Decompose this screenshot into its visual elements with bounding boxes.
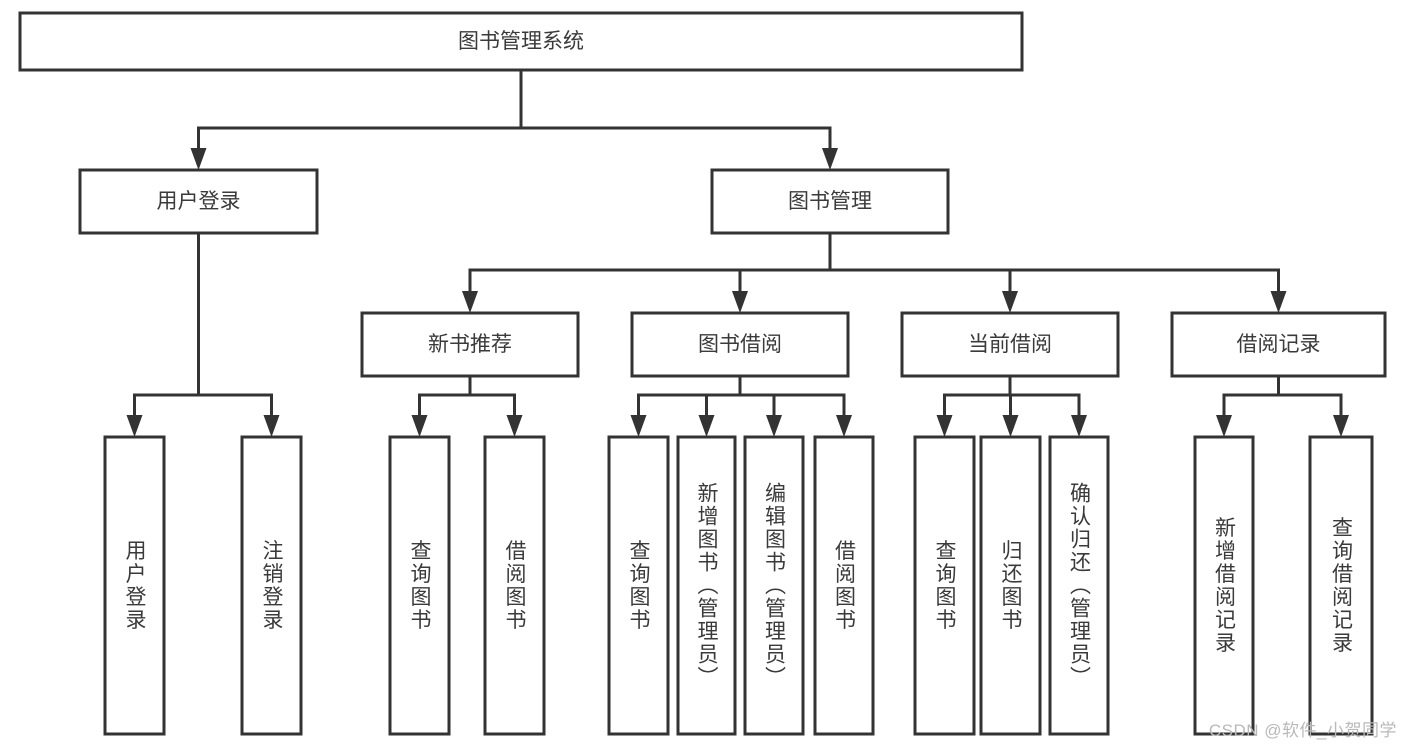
- node-label-leaf-return-book: 归还图书: [999, 540, 1023, 632]
- node-leaf-return-book[interactable]: 归还图书: [979, 435, 1042, 736]
- node-box-leaf-query-book-2: [607, 435, 670, 736]
- arrow-head-leaf-borrow-book-1: [506, 415, 523, 437]
- node-label-book-manage: 图书管理: [788, 190, 872, 213]
- arrow-head-current-borrow: [1002, 291, 1018, 313]
- node-box-current-borrow: [900, 311, 1120, 378]
- arrow-head-leaf-confirm-return: [1071, 415, 1087, 437]
- arrow-head-new-book-recommend: [462, 291, 478, 313]
- node-box-leaf-borrow-book-2: [813, 435, 875, 736]
- node-leaf-borrow-book-2[interactable]: 借阅图书: [813, 435, 875, 736]
- node-label-leaf-add-book: 新增图书（管理员）: [695, 482, 719, 689]
- node-label-new-book-recommend: 新书推荐: [428, 333, 512, 356]
- arrow-head-leaf-query-record: [1333, 415, 1349, 437]
- arrow-head-user-login: [190, 148, 207, 170]
- node-box-leaf-logout: [240, 435, 303, 736]
- arrow-head-leaf-user-login: [126, 415, 143, 437]
- node-box-leaf-query-book-3: [913, 435, 976, 736]
- node-label-root: 图书管理系统: [458, 30, 584, 53]
- node-box-leaf-query-book-1: [388, 435, 451, 736]
- node-leaf-query-book-1[interactable]: 查询图书: [388, 435, 451, 736]
- node-user-login[interactable]: 用户登录: [78, 168, 319, 235]
- arrow-head-borrow-record: [1270, 291, 1287, 313]
- arrow-head-leaf-query-book-2: [630, 415, 647, 437]
- arrow-head-book-borrow: [732, 291, 748, 313]
- arrow-head-leaf-add-book: [698, 415, 715, 437]
- node-current-borrow[interactable]: 当前借阅: [900, 311, 1120, 378]
- node-root[interactable]: 图书管理系统: [18, 11, 1024, 72]
- node-label-leaf-user-login: 用户登录: [123, 540, 147, 632]
- node-leaf-query-record[interactable]: 查询借阅记录: [1308, 435, 1374, 736]
- node-label-leaf-logout: 注销登录: [260, 540, 284, 632]
- node-borrow-record[interactable]: 借阅记录: [1170, 311, 1387, 378]
- node-box-leaf-edit-book: [743, 435, 805, 736]
- node-leaf-logout[interactable]: 注销登录: [240, 435, 303, 736]
- node-book-borrow[interactable]: 图书借阅: [630, 311, 850, 378]
- arrow-head-leaf-borrow-book-2: [836, 415, 852, 437]
- node-box-leaf-add-record: [1193, 435, 1255, 736]
- node-box-new-book-recommend: [360, 311, 580, 378]
- node-label-user-login: 用户登录: [157, 190, 241, 213]
- node-box-leaf-add-book: [676, 435, 737, 736]
- node-box-leaf-confirm-return: [1048, 435, 1110, 736]
- node-label-leaf-query-book-1: 查询图书: [408, 540, 432, 632]
- node-label-leaf-edit-book: 编辑图书（管理员）: [763, 482, 787, 689]
- node-label-leaf-query-book-3: 查询图书: [933, 540, 957, 632]
- node-leaf-add-record[interactable]: 新增借阅记录: [1193, 435, 1255, 736]
- node-leaf-user-login[interactable]: 用户登录: [103, 435, 166, 736]
- node-label-borrow-record: 借阅记录: [1237, 333, 1321, 356]
- arrow-head-leaf-logout: [263, 415, 280, 437]
- node-leaf-add-book[interactable]: 新增图书（管理员）: [676, 435, 737, 736]
- node-label-leaf-borrow-book-2: 借阅图书: [833, 540, 857, 632]
- node-box-root: [18, 11, 1024, 72]
- node-new-book-recommend[interactable]: 新书推荐: [360, 311, 580, 378]
- node-label-leaf-borrow-book-1: 借阅图书: [503, 540, 527, 632]
- arrow-head-leaf-edit-book: [766, 415, 782, 437]
- node-box-leaf-return-book: [979, 435, 1042, 736]
- node-box-leaf-user-login: [103, 435, 166, 736]
- node-leaf-edit-book[interactable]: 编辑图书（管理员）: [743, 435, 805, 736]
- node-leaf-borrow-book-1[interactable]: 借阅图书: [483, 435, 546, 736]
- arrow-head-leaf-query-book-1: [411, 415, 428, 437]
- node-leaf-confirm-return[interactable]: 确认归还（管理员）: [1048, 435, 1110, 736]
- node-leaf-query-book-2[interactable]: 查询图书: [607, 435, 670, 736]
- node-label-leaf-add-record: 新增借阅记录: [1213, 517, 1237, 655]
- node-box-book-manage: [710, 168, 950, 235]
- node-box-book-borrow: [630, 311, 850, 378]
- connector-layer: [126, 68, 1349, 437]
- arrow-head-leaf-query-book-3: [936, 415, 953, 437]
- arrow-head-leaf-return-book: [1002, 415, 1019, 437]
- node-box-leaf-query-record: [1308, 435, 1374, 736]
- node-box-leaf-borrow-book-1: [483, 435, 546, 736]
- node-label-current-borrow: 当前借阅: [968, 333, 1052, 356]
- node-layer: 图书管理系统用户登录图书管理新书推荐图书借阅当前借阅借阅记录用户登录注销登录查询…: [18, 11, 1387, 736]
- node-label-book-borrow: 图书借阅: [698, 333, 782, 356]
- node-box-user-login: [78, 168, 319, 235]
- node-label-leaf-query-book-2: 查询图书: [627, 540, 651, 632]
- node-label-leaf-confirm-return: 确认归还（管理员）: [1068, 482, 1092, 689]
- node-leaf-query-book-3[interactable]: 查询图书: [913, 435, 976, 736]
- node-box-borrow-record: [1170, 311, 1387, 378]
- node-book-manage[interactable]: 图书管理: [710, 168, 950, 235]
- node-label-leaf-query-record: 查询借阅记录: [1330, 517, 1354, 655]
- arrow-head-leaf-add-record: [1216, 415, 1232, 437]
- arrow-head-book-manage: [822, 148, 838, 170]
